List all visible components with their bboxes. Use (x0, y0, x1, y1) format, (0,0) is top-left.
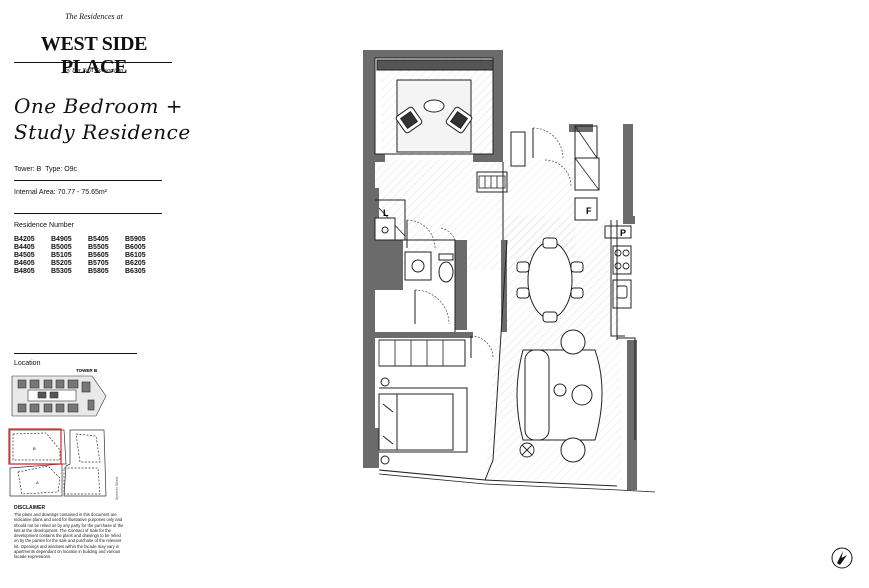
divider-2 (14, 213, 162, 214)
residence-number: B4605 (14, 260, 35, 267)
residence-number: B4405 (14, 244, 35, 251)
street-label: Spencer Street (115, 477, 119, 500)
residence-number: B5605 (88, 252, 109, 259)
divider-location (14, 353, 137, 354)
residence-number: B6305 (125, 268, 146, 275)
area-line: Internal Area: 70.77 - 75.65m² (14, 189, 107, 196)
linen-label: L (383, 208, 389, 218)
disclaimer-text: The plans and drawings contained in this… (14, 512, 124, 560)
tower-value: B (36, 166, 42, 173)
residence-number: B5705 (88, 260, 109, 267)
floor-plan: L F P (363, 50, 655, 493)
area-label: Internal Area: (14, 189, 56, 196)
residence-number: B5905 (125, 236, 146, 243)
bathroom-fixtures (374, 217, 454, 283)
residence-number: B4905 (51, 236, 72, 243)
fridge-label: F (586, 206, 592, 216)
residence-number: B4805 (14, 268, 35, 275)
site-plan (9, 429, 107, 497)
study-armchairs (395, 79, 473, 153)
brand-title: WEST SIDE PLACE (40, 33, 148, 78)
wardrobe (378, 339, 466, 367)
residence-number: B6105 (125, 252, 146, 259)
type-label: Type: (45, 166, 63, 173)
tower-a-marker: A (36, 480, 39, 485)
selected-tower-highlight (8, 428, 62, 465)
pantry-label: P (620, 228, 626, 238)
door-swings (406, 127, 572, 359)
residence-number: B5305 (51, 268, 72, 275)
residence-number-heading: Residence Number (14, 222, 74, 229)
residence-number: B5205 (51, 260, 72, 267)
residence-number: B4505 (14, 252, 35, 259)
area-value: 70.77 - 75.65m² (57, 189, 108, 196)
bed (378, 377, 454, 465)
tv-unit (519, 442, 535, 458)
type-value: O9c (64, 166, 78, 173)
key-plan-tower (11, 375, 107, 417)
residence-number: B5505 (88, 244, 109, 251)
kitchen-appliances (614, 249, 630, 299)
living-lounge (516, 329, 603, 463)
tower-b-marker: B (33, 446, 36, 451)
residence-number: B6005 (125, 244, 146, 251)
doors (406, 128, 534, 358)
tower-tag: TOWER B (76, 368, 98, 373)
residence-number: B5805 (88, 268, 109, 275)
location-heading: Location (14, 360, 41, 367)
location-map: TOWER B B A Spencer Street (8, 368, 119, 500)
brand-kicker: The Residences at (65, 12, 123, 21)
disclaimer-heading: DISCLAIMER (14, 505, 46, 511)
walls (363, 50, 637, 490)
north-arrow-icon (831, 547, 853, 569)
residence-title-line1: One Bedroom + (14, 94, 184, 118)
divider-1 (14, 180, 162, 181)
residence-number-grid: B4205 B4905 B5405 B5905 B4405 B5005 B550… (14, 236, 164, 275)
brand-byline: by Far East Consortium (64, 68, 124, 74)
dining-set (516, 237, 584, 323)
residence-number: B5005 (51, 244, 72, 251)
residence-number: B5105 (51, 252, 72, 259)
residence-number: B4205 (14, 236, 35, 243)
brand-divider (14, 62, 172, 63)
residence-title-line2: Study Residence (14, 120, 191, 144)
facade-windows (378, 473, 655, 493)
residence-number: B6205 (125, 260, 146, 267)
cupboard-marks (378, 125, 600, 237)
residence-number: B5405 (88, 236, 109, 243)
tower-label: Tower: (14, 166, 35, 173)
tower-type-line: Tower: B Type: O9c (14, 166, 77, 173)
